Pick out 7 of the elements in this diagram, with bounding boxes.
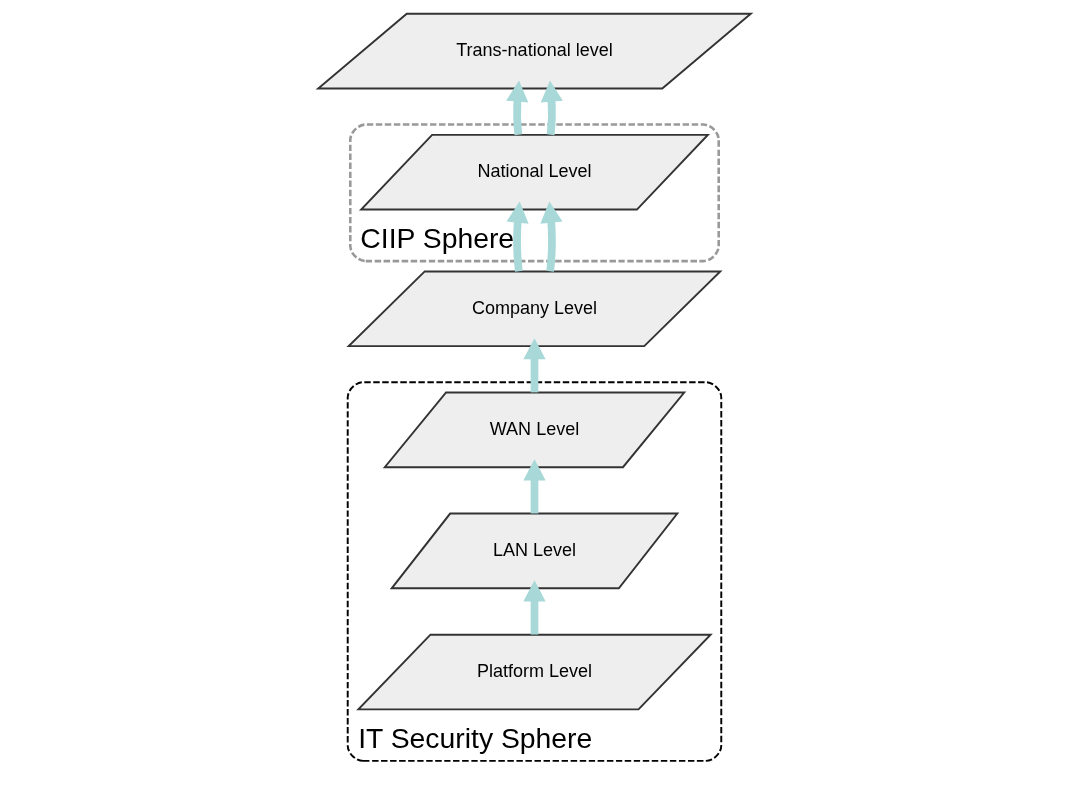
arrow: [506, 201, 529, 272]
arrow: [506, 80, 529, 136]
arrow: [523, 459, 546, 514]
arrow: [540, 80, 563, 136]
arrow: [523, 338, 546, 393]
arrow: [523, 580, 546, 635]
arrow: [540, 201, 563, 272]
